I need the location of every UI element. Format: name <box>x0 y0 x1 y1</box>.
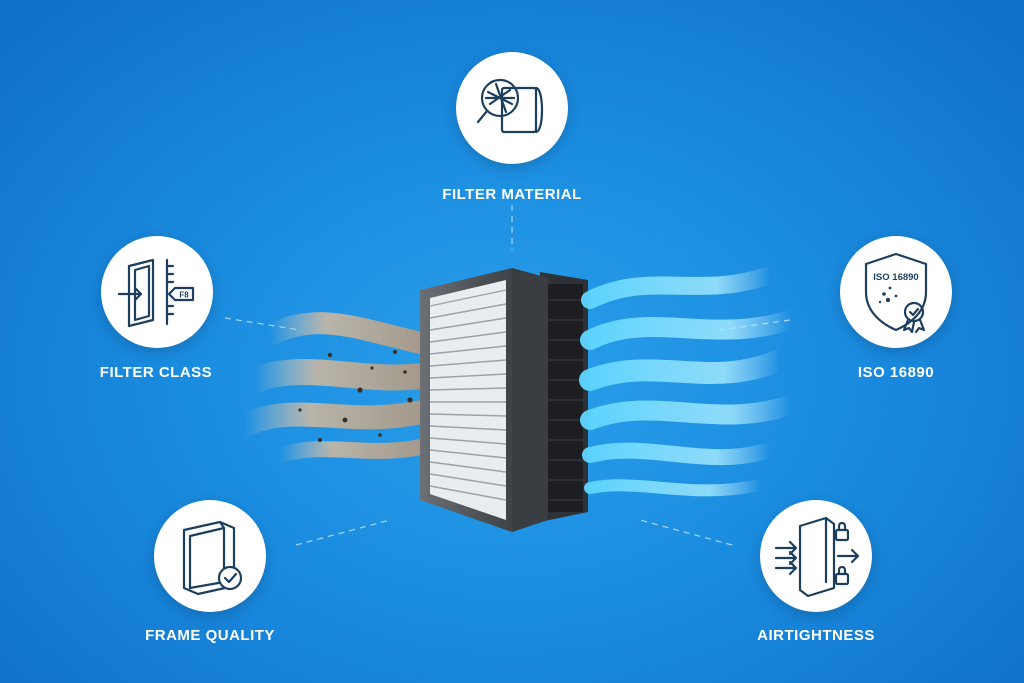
filter-class-badge: F8 <box>179 291 189 300</box>
iso-shield-text: ISO 16890 <box>873 272 918 283</box>
clean-air-streams <box>579 266 800 497</box>
filter-panel-back <box>540 272 588 522</box>
feature-label-filter-material: FILTER MATERIAL <box>442 186 582 203</box>
dirty-air-streams <box>233 312 443 463</box>
frame-check-icon <box>154 500 266 612</box>
filter-material-icon <box>456 52 568 164</box>
feature-label-filter-class: FILTER CLASS <box>99 364 213 381</box>
filter-panel-front <box>420 268 548 532</box>
feature-label-iso: ISO 16890 <box>857 364 935 381</box>
filter-class-icon: F8 <box>101 236 213 348</box>
dust-particles <box>298 350 413 442</box>
airtight-lock-icon <box>760 500 872 612</box>
feature-label-frame-quality: FRAME QUALITY <box>145 627 275 644</box>
iso-shield-icon: ISO 16890 <box>840 236 952 348</box>
feature-label-airtightness: AIRTIGHTNESS <box>757 627 875 644</box>
